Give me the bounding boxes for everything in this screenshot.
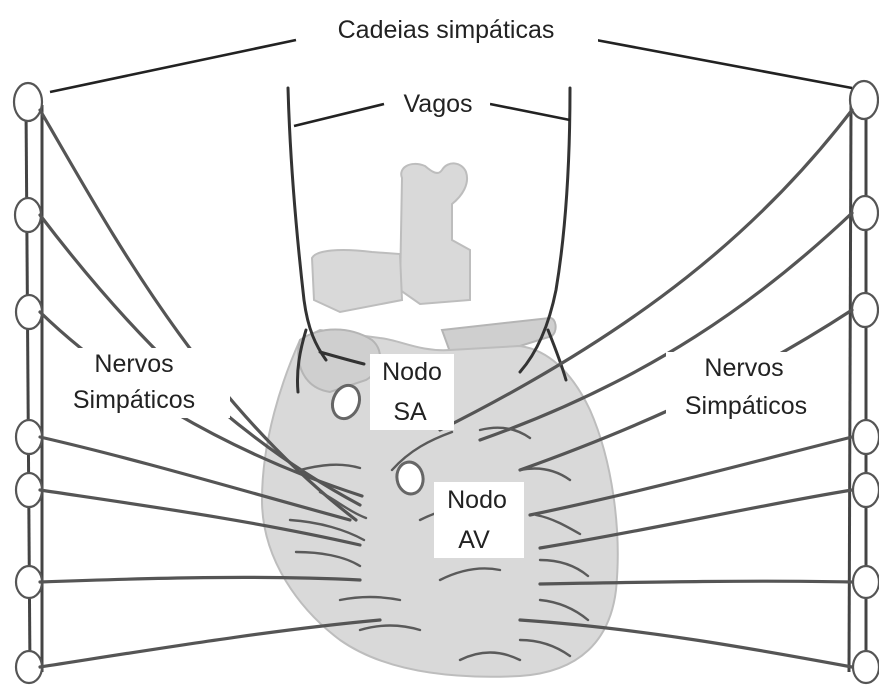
ganglion: [15, 198, 41, 232]
label-nerves-right-line1: Nervos: [704, 354, 783, 382]
label-sa-node-line1: Nodo: [382, 358, 442, 386]
ganglion: [16, 566, 42, 598]
label-sa-node-line2: SA: [393, 398, 427, 426]
ganglion: [850, 81, 878, 119]
ganglion: [14, 83, 42, 121]
chains-leader-left: [50, 40, 296, 92]
ganglion: [853, 651, 879, 683]
label-sympathetic-chains: Cadeias simpáticas: [338, 16, 555, 44]
ganglion: [16, 420, 42, 454]
label-vagi: Vagos: [403, 90, 472, 118]
ganglion: [852, 196, 878, 230]
ganglion: [16, 651, 42, 683]
label-nerves-left-line1: Nervos: [94, 350, 173, 378]
vagi-leader-left: [294, 104, 384, 126]
ganglion: [16, 295, 42, 329]
label-nerves-right-line2: Simpáticos: [685, 392, 807, 420]
heart-aorta: [400, 163, 470, 304]
sympathetic-chain-left: [14, 83, 42, 683]
ganglion: [852, 293, 878, 327]
heart-pulmonary-trunk: [312, 250, 402, 312]
label-av-node-line1: Nodo: [447, 486, 507, 514]
label-av-node-line2: AV: [458, 526, 490, 554]
ganglion: [853, 473, 879, 507]
sympathetic-chain-right: [849, 81, 879, 683]
ganglion: [853, 420, 879, 454]
ganglion: [16, 473, 42, 507]
vagi-leader-right: [490, 104, 570, 120]
chains-leader-right: [596, 40, 852, 88]
label-nerves-left-line2: Simpáticos: [73, 386, 195, 414]
ganglion: [853, 566, 879, 598]
